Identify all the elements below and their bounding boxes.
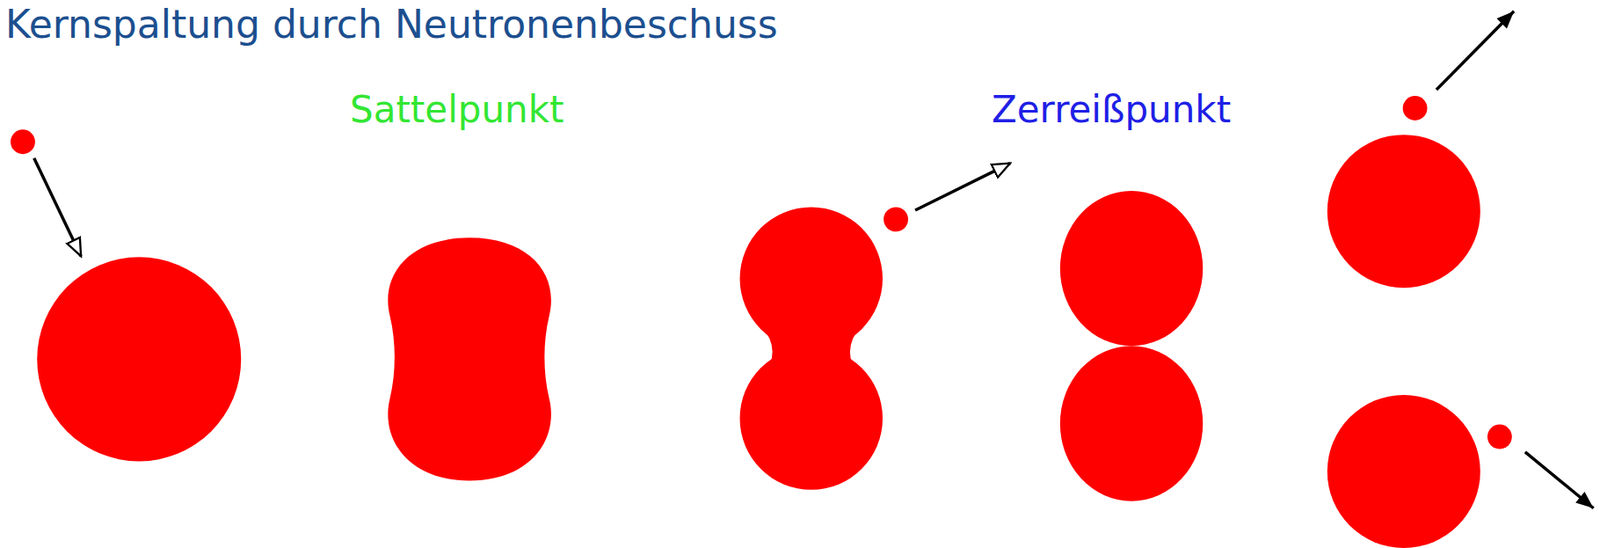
neutron — [883, 207, 909, 233]
fragment — [1060, 190, 1203, 346]
neutron-arrow — [915, 163, 1011, 211]
nucleus — [36, 256, 241, 461]
fragment — [1327, 134, 1481, 288]
neutron — [1403, 95, 1428, 121]
title: Kernspaltung durch Neutronenbeschuss — [5, 1, 779, 47]
neutron-arrow — [1525, 451, 1594, 509]
neutron — [1487, 424, 1513, 450]
stage-label: Sattelpunkt — [349, 87, 565, 131]
deformed-nucleus — [387, 237, 552, 480]
neutron — [10, 129, 36, 154]
fragment — [1060, 345, 1203, 501]
stage-label: Zerreißpunkt — [991, 87, 1231, 131]
neutron-arrow — [34, 158, 81, 256]
nucleus-neck — [760, 324, 863, 380]
fragment — [1327, 394, 1481, 548]
neutron-arrow — [1436, 11, 1514, 90]
